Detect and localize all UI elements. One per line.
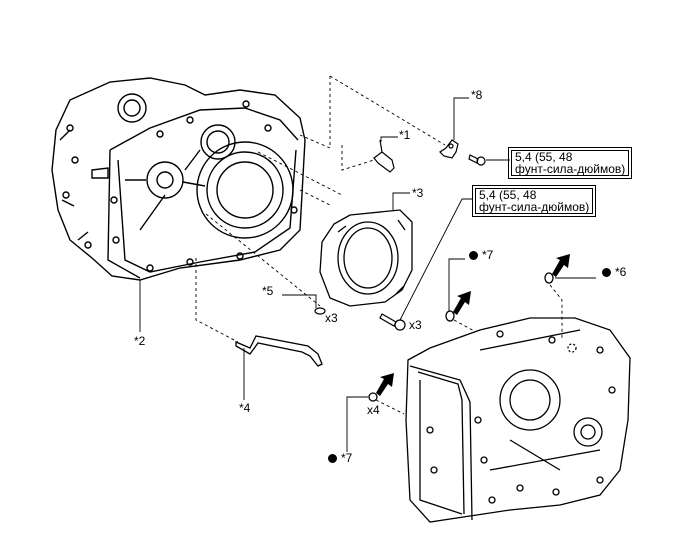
callout-5: *5 <box>262 284 274 298</box>
callout-7-upper: *7 <box>469 249 493 262</box>
gasket-upper <box>445 310 455 322</box>
transmission-case <box>405 317 631 523</box>
leader-lines <box>139 97 596 452</box>
torque-unit: фунт-сила-дюймов) <box>515 162 626 176</box>
arrows <box>376 254 570 396</box>
quantity-seal: x4 <box>367 403 380 417</box>
plate-washer <box>314 307 326 315</box>
bullet-icon <box>328 454 337 463</box>
arrow-o-ring <box>552 254 570 277</box>
callout-1: *1 <box>399 128 411 142</box>
arrow-gasket-lower <box>376 373 394 396</box>
clamp-bracket <box>439 139 459 159</box>
torque-box-top: 5,4 (55, 48 фунт-сила-дюймов) <box>508 147 633 179</box>
retainer-cover <box>319 209 413 307</box>
torque-value: 5,4 (55, 48 <box>479 188 537 202</box>
torque-value: 5,4 (55, 48 <box>515 150 573 164</box>
torque-box-middle: 5,4 (55, 48 фунт-сила-дюймов) <box>472 185 597 217</box>
torque-unit: фунт-сила-дюймов) <box>479 200 590 214</box>
callout-6: *6 <box>602 266 626 279</box>
quantity-plate: x3 <box>325 311 338 325</box>
breather-tube <box>235 335 323 367</box>
bolt-top <box>468 154 486 166</box>
arrow-gasket-upper <box>453 291 471 315</box>
assembly-guide-lines <box>195 75 563 415</box>
gasket-lower <box>368 392 378 402</box>
quantity-bolts: x3 <box>409 318 422 332</box>
bullet-icon <box>469 251 478 260</box>
torque-spec: 5,4 (55, 48 фунт-сила-дюймов) <box>511 150 630 176</box>
callout-7-lower: *7 <box>328 452 352 465</box>
oil-pipe-bracket <box>373 139 395 173</box>
bullet-icon <box>602 268 611 277</box>
bolt-middle <box>379 313 406 331</box>
o-ring <box>544 272 554 284</box>
callout-8: *8 <box>471 88 483 102</box>
transaxle-housing-case <box>51 77 306 281</box>
callout-2: *2 <box>134 334 146 348</box>
callout-3: *3 <box>412 186 424 200</box>
torque-spec: 5,4 (55, 48 фунт-сила-дюймов) <box>475 188 594 214</box>
callout-4: *4 <box>239 401 251 415</box>
